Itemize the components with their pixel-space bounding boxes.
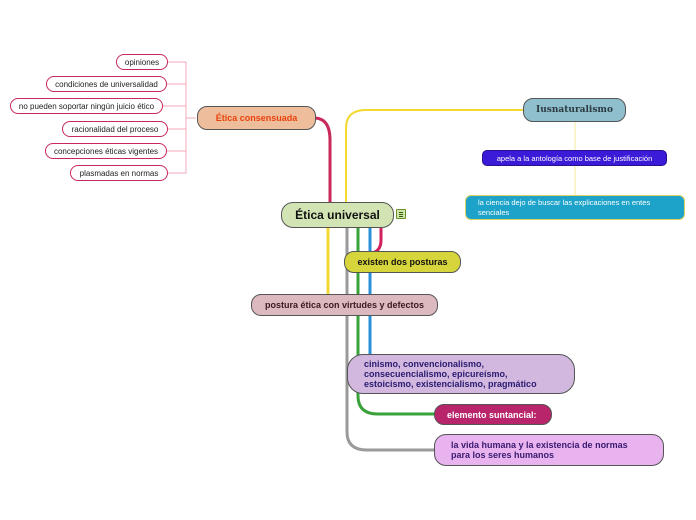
etica-consensuada-topic[interactable]: Ética consensuada [197,106,316,130]
leaf-label: condiciones de universalidad [55,79,158,89]
note-icon[interactable] [396,209,406,219]
central-topic[interactable]: Ética universal [281,202,394,228]
postura-etica-topic[interactable]: postura ética con virtudes y defectos [251,294,438,316]
elemento-suntancial-label: elemento suntancial: [447,409,537,420]
etica-consensuada-label: Ética consensuada [215,113,298,123]
iusnaturalismo-label: Iusnaturalismo [536,105,613,115]
leaf-racionalidad-proceso[interactable]: racionalidad del proceso [62,121,168,137]
link-posturas-pink [370,226,383,255]
corrientes-label: cinismo, convencionalismo, consecuencial… [364,359,537,389]
leaf-concepciones-eticas[interactable]: concepciones éticas vigentes [45,143,167,159]
corrientes-topic[interactable]: cinismo, convencionalismo, consecuencial… [347,354,575,394]
link-consensuada [312,116,332,207]
leaf-label: racionalidad del proceso [71,124,159,134]
leaf-opiniones[interactable]: opiniones [116,54,168,70]
ciencia-node[interactable]: la ciencia dejo de buscar las explicacio… [465,195,685,220]
postura-etica-label: postura ética con virtudes y defectos [264,300,425,310]
existen-dos-posturas-label: existen dos posturas [357,257,448,267]
leaf-label: concepciones éticas vigentes [53,146,159,156]
consensuada-leaf-connectors [163,61,196,174]
existen-dos-posturas-topic[interactable]: existen dos posturas [344,251,461,273]
leaf-plasmadas-normas[interactable]: plasmadas en normas [70,165,168,181]
link-iusnaturalismo [345,109,524,206]
leaf-label: plasmadas en normas [79,168,159,178]
apela-node[interactable]: apela a la antología como base de justif… [482,150,667,166]
leaf-label: opiniones [124,57,160,67]
leaf-label: no pueden soportar ningún juicio ético [18,101,155,111]
ciencia-label: la ciencia dejo de buscar las explicacio… [478,197,651,217]
iusnaturalismo-topic[interactable]: Iusnaturalismo [523,98,626,122]
vida-humana-topic[interactable]: la vida humana y la existencia de normas… [434,434,664,466]
apela-label: apela a la antología como base de justif… [496,153,653,163]
leaf-no-pueden-soportar[interactable]: no pueden soportar ningún juicio ético [10,98,163,114]
vida-humana-label: la vida humana y la existencia de normas… [451,440,628,460]
elemento-suntancial-topic[interactable]: elemento suntancial: [434,404,552,425]
central-topic-label: Ética universal [295,208,380,222]
leaf-condiciones-universalidad[interactable]: condiciones de universalidad [46,76,167,92]
